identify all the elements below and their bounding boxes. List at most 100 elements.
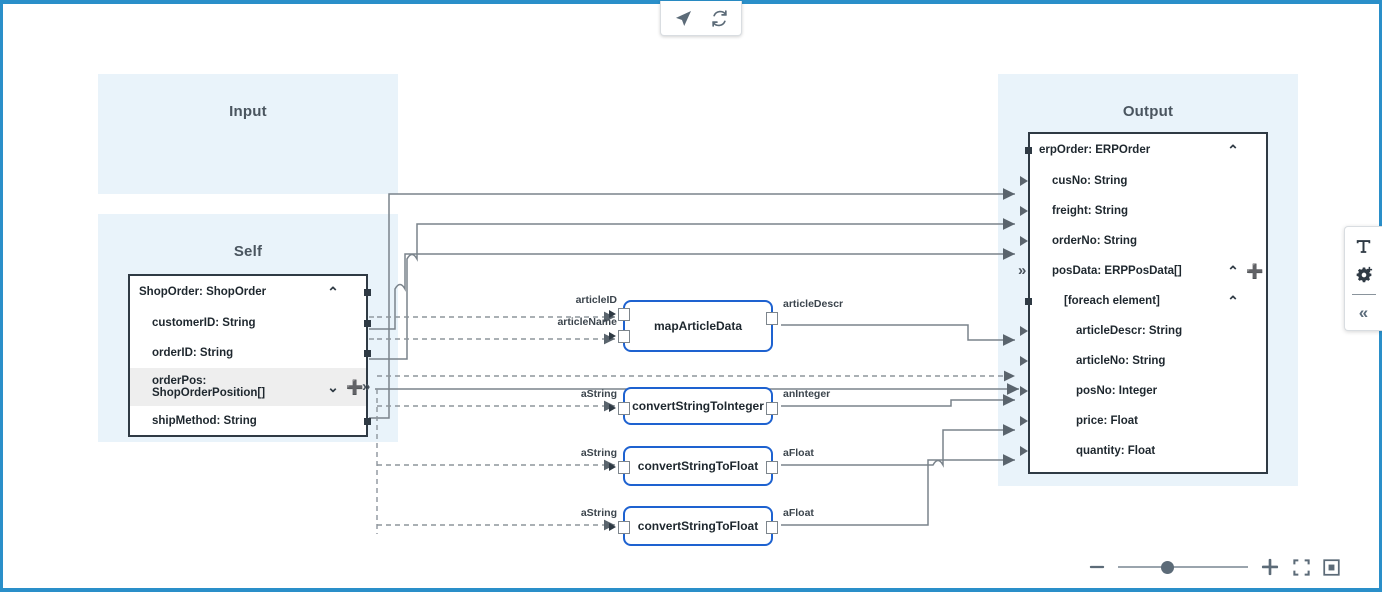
- function-input-port[interactable]: [618, 308, 630, 321]
- chevron-up-icon[interactable]: [1222, 145, 1244, 155]
- connector-port[interactable]: [1025, 146, 1032, 154]
- collapse-panel-icon[interactable]: «: [1358, 303, 1369, 322]
- erporder-row[interactable]: posData: ERPPosData[] ➕ »: [1018, 256, 1266, 286]
- zoom-out-button[interactable]: [1087, 557, 1107, 577]
- shoporder-row[interactable]: shipMethod: String: [130, 406, 371, 436]
- function-input-port-label: articleID: [575, 294, 617, 306]
- chevron-up-icon[interactable]: [322, 287, 344, 297]
- erporder-row-label: [foreach element]: [1064, 295, 1160, 307]
- function-node-label: mapArticleData: [653, 319, 743, 333]
- input-port-arrow[interactable]: [1020, 326, 1028, 336]
- erporder-row[interactable]: posNo: Integer: [1020, 376, 1266, 406]
- zoom-slider-handle[interactable]: [1160, 561, 1174, 574]
- function-output-port-label: anInteger: [783, 388, 831, 400]
- input-port-arrow[interactable]: [1020, 446, 1028, 456]
- add-mapping-icon[interactable]: ➕: [1246, 262, 1264, 279]
- top-toolbar[interactable]: [660, 1, 742, 36]
- erporder-row-label: price: Float: [1076, 415, 1138, 427]
- input-arrow-icon: [609, 522, 616, 531]
- shoporder-row[interactable]: customerID: String: [130, 308, 371, 338]
- erporder-row[interactable]: articleNo: String: [1020, 346, 1266, 376]
- erporder-row-label: quantity: Float: [1076, 445, 1156, 457]
- function-output-port[interactable]: [766, 312, 778, 325]
- add-function-icon[interactable]: [1350, 262, 1378, 288]
- function-input-port[interactable]: [618, 330, 630, 343]
- function-node-label: convertStringToInteger: [632, 399, 764, 413]
- structure-node-erporder[interactable]: erpOrder: ERPOrder cusNo: String freight: …: [1018, 132, 1268, 474]
- shoporder-row[interactable]: orderID: String: [130, 338, 371, 368]
- array-port[interactable]: »: [362, 378, 371, 395]
- zoom-slider-track: [1118, 566, 1248, 568]
- function-input-port[interactable]: [618, 402, 630, 415]
- array-port[interactable]: »: [1018, 262, 1027, 279]
- erporder-row[interactable]: erpOrder: ERPOrder: [1025, 134, 1266, 166]
- input-port-arrow[interactable]: [1020, 236, 1028, 246]
- reset-zoom-icon[interactable]: [1322, 558, 1341, 577]
- erporder-row-list: erpOrder: ERPOrder cusNo: String freight: …: [1018, 134, 1266, 466]
- input-port-arrow[interactable]: [1020, 206, 1028, 216]
- input-port-arrow[interactable]: [1020, 416, 1028, 426]
- function-node[interactable]: convertStringToInteger aString anInteger: [581, 387, 830, 425]
- zoom-in-button[interactable]: [1259, 556, 1281, 578]
- zone-self-title: Self: [233, 243, 263, 260]
- function-node-label: convertStringToFloat: [637, 459, 759, 473]
- function-input-port[interactable]: [618, 461, 630, 474]
- erporder-row[interactable]: price: Float: [1020, 406, 1266, 436]
- function-output-port[interactable]: [766, 521, 778, 534]
- shoporder-row-label: orderPos:ShopOrderPosition[]: [152, 374, 266, 400]
- erporder-row[interactable]: articleDescr: String: [1020, 316, 1266, 346]
- connector-port[interactable]: [1025, 297, 1032, 305]
- input-arrow-icon: [609, 462, 616, 471]
- erporder-row-label: posNo: Integer: [1076, 385, 1158, 397]
- add-mapping-icon[interactable]: ➕: [346, 378, 364, 395]
- function-output-port[interactable]: [766, 402, 778, 415]
- text-tool-icon[interactable]: [1350, 233, 1378, 259]
- erporder-row-label: articleNo: String: [1076, 355, 1166, 367]
- zone-input-title: Input: [229, 103, 267, 120]
- shoporder-row[interactable]: ShopOrder: ShopOrder: [130, 276, 371, 308]
- connector-port[interactable]: [364, 417, 371, 425]
- erporder-row[interactable]: quantity: Float: [1020, 436, 1266, 466]
- erporder-row-label: articleDescr: String: [1076, 325, 1183, 337]
- chevron-down-icon[interactable]: [322, 382, 344, 392]
- erporder-row-label: freight: String: [1052, 205, 1129, 217]
- erporder-row-label: orderNo: String: [1052, 235, 1137, 247]
- function-input-port-label: aString: [580, 388, 617, 400]
- send-icon[interactable]: [670, 5, 696, 31]
- input-port-arrow[interactable]: [1020, 356, 1028, 366]
- connector-port[interactable]: [364, 319, 371, 327]
- erporder-row-label: erpOrder: ERPOrder: [1039, 144, 1151, 156]
- chevron-up-icon[interactable]: [1222, 266, 1244, 276]
- input-port-arrow[interactable]: [1020, 386, 1028, 396]
- function-output-port-label: aFloat: [783, 447, 814, 459]
- shoporder-row-label: customerID: String: [152, 317, 256, 329]
- right-toolbar[interactable]: «: [1344, 226, 1382, 331]
- zone-input: Input: [98, 74, 398, 194]
- chevron-up-icon[interactable]: [1222, 296, 1244, 306]
- erporder-row[interactable]: freight: String: [1020, 196, 1266, 226]
- function-input-port[interactable]: [618, 521, 630, 534]
- shoporder-row-label: orderID: String: [152, 347, 234, 359]
- refresh-icon[interactable]: [706, 5, 732, 31]
- shoporder-row[interactable]: orderPos:ShopOrderPosition[] ➕»: [130, 368, 370, 406]
- fit-to-screen-icon[interactable]: [1292, 558, 1311, 577]
- erporder-row[interactable]: cusNo: String: [1020, 166, 1266, 196]
- shoporder-row-label: shipMethod: String: [152, 415, 257, 427]
- function-output-port-label: aFloat: [783, 507, 814, 519]
- erporder-row-label: posData: ERPPosData[]: [1052, 265, 1182, 277]
- zoom-controls[interactable]: [1087, 554, 1341, 580]
- erporder-row[interactable]: [foreach element]: [1025, 286, 1266, 316]
- erporder-row[interactable]: orderNo: String: [1020, 226, 1266, 256]
- connector-port[interactable]: [364, 288, 371, 296]
- function-node-label: convertStringToFloat: [637, 519, 759, 533]
- function-output-port[interactable]: [766, 461, 778, 474]
- input-port-arrow[interactable]: [1020, 176, 1028, 186]
- structure-node-shoporder[interactable]: ShopOrder: ShopOrder customerID: String or…: [128, 274, 371, 437]
- shoporder-row-list: ShopOrder: ShopOrder customerID: String or…: [130, 276, 371, 436]
- zoom-slider[interactable]: [1118, 560, 1248, 574]
- connector-port[interactable]: [364, 349, 371, 357]
